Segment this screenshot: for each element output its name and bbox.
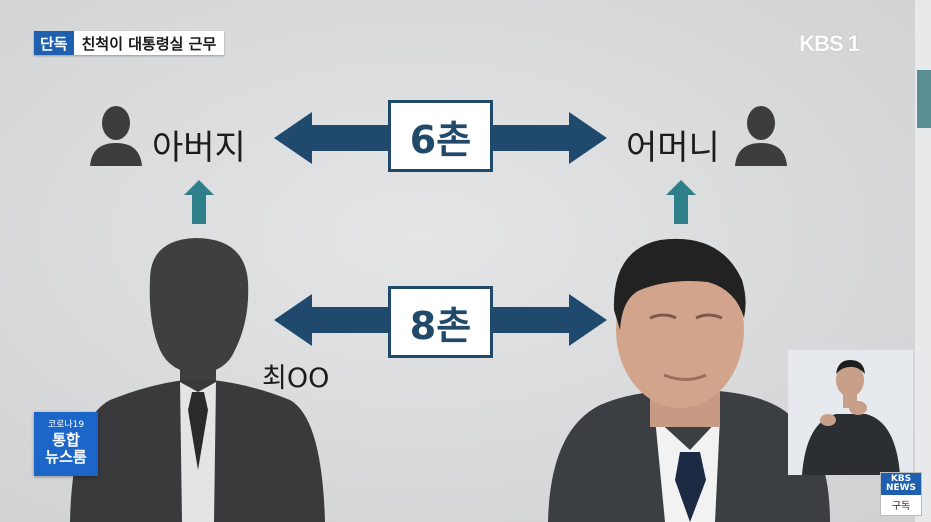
- double-arrow-top: [274, 112, 607, 164]
- badge-line-1: 코로나19: [47, 420, 85, 430]
- newsroom-badge: 코로나19 통합 뉴스룸: [34, 412, 98, 476]
- headline-bar: 단독 친척이 대통령실 근무: [34, 31, 225, 55]
- headline-text: 친척이 대통령실 근무: [73, 31, 225, 55]
- relation-box-6chon: 6촌: [388, 100, 493, 172]
- up-arrow-right: [666, 180, 696, 224]
- subscribe-label: 구독: [891, 501, 911, 512]
- person-icon-right: [735, 106, 787, 166]
- double-arrow-bottom: [274, 294, 607, 346]
- badge-line-2: 통합: [52, 431, 80, 449]
- exclusive-tag: 단독: [34, 31, 74, 55]
- presenter-photo: [548, 238, 830, 522]
- interpreter-figure: [788, 350, 913, 475]
- label-person-choi: 최OO: [262, 363, 330, 394]
- anonymous-silhouette: [70, 238, 325, 522]
- subscribe-logo: KBS NEWS: [881, 473, 921, 495]
- up-arrow-left: [184, 180, 214, 224]
- subscribe-button[interactable]: KBS NEWS 구독: [880, 472, 922, 516]
- label-mother: 어머니: [626, 128, 720, 168]
- edge-strip: [915, 0, 931, 522]
- sign-language-interpreter: [788, 350, 913, 475]
- broadcaster-logo: KBS 1: [799, 31, 860, 56]
- relation-box-8chon: 8촌: [388, 286, 493, 358]
- badge-line-3: 뉴스룸: [45, 448, 87, 466]
- person-icon-left: [90, 106, 142, 166]
- label-father: 아버지: [152, 128, 246, 168]
